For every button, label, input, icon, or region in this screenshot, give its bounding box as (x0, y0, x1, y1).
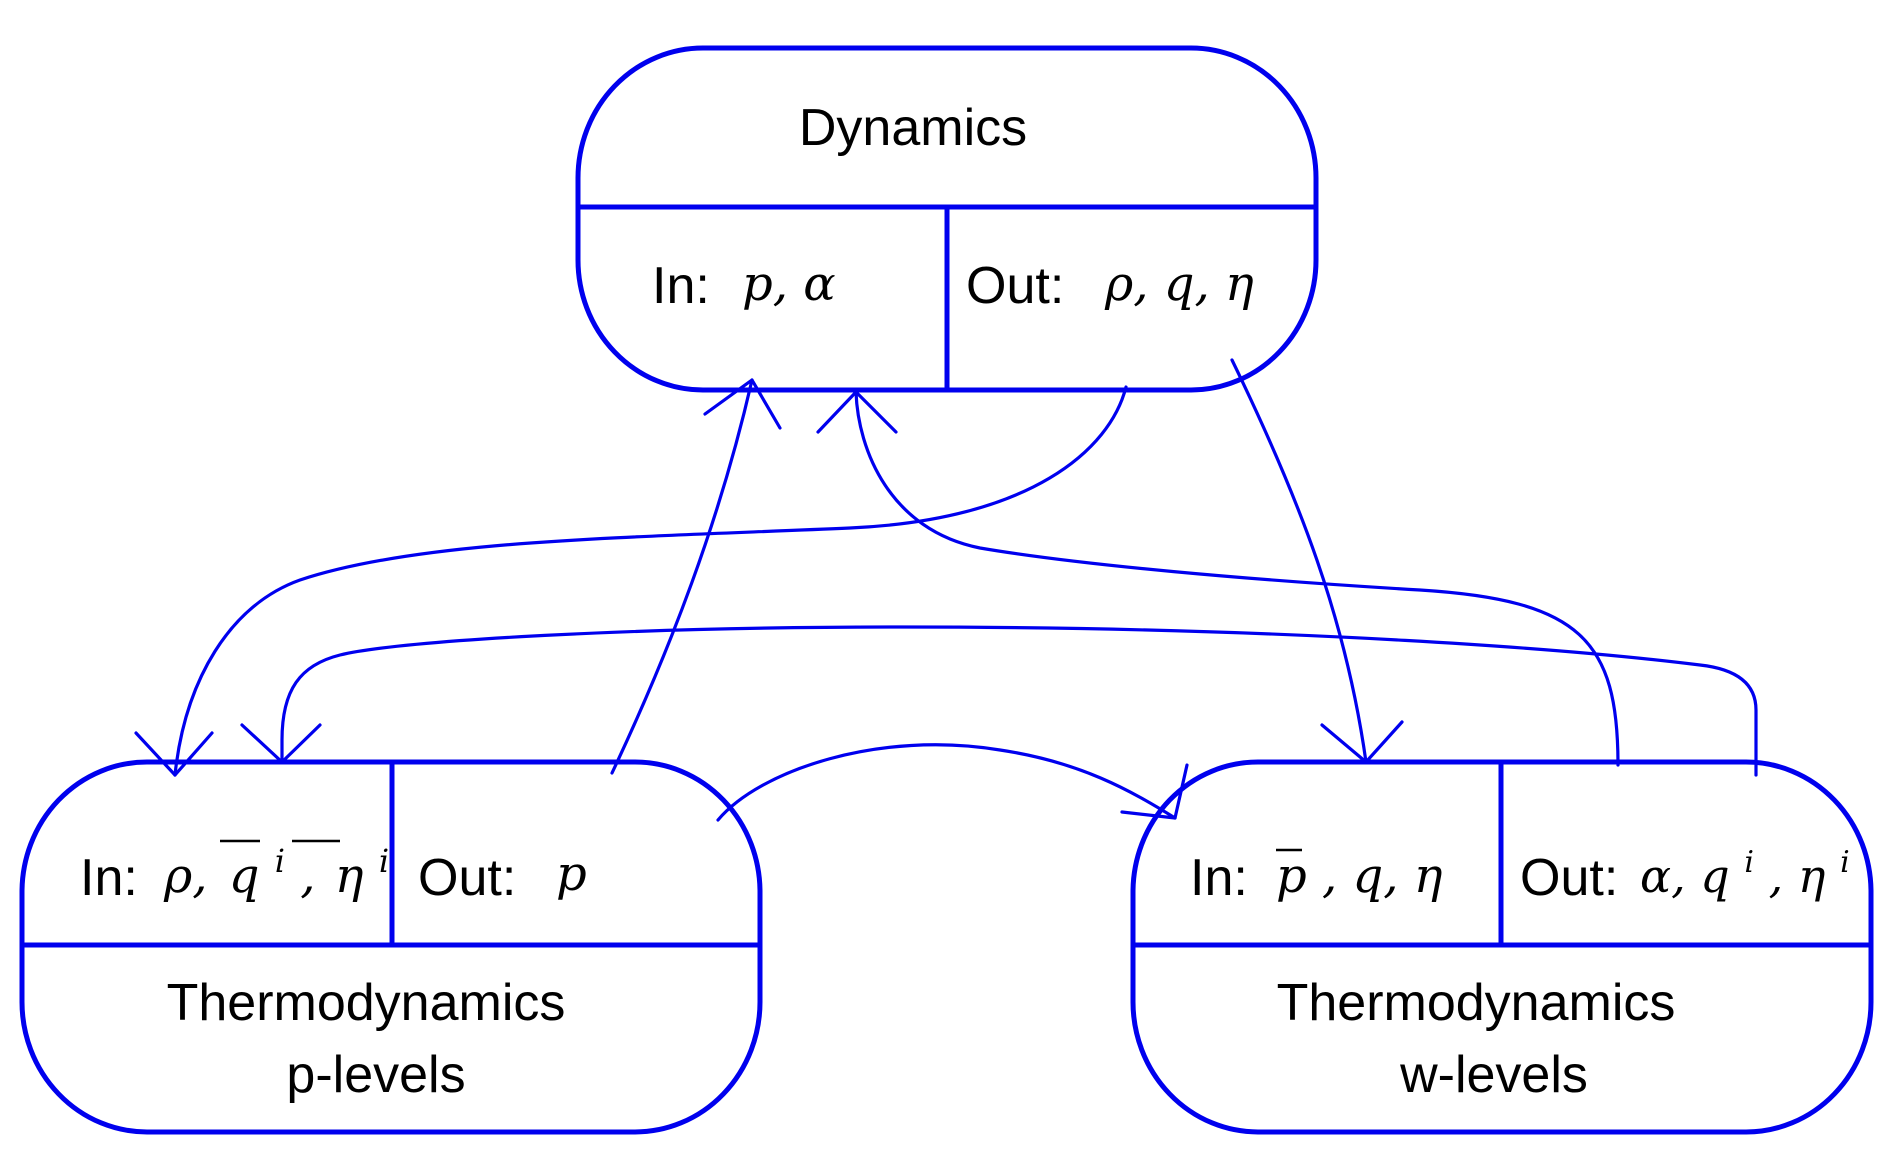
dynamics-out-vars: ρ, q, η (1104, 256, 1254, 312)
thermo-w-title-line2: w-levels (1399, 1046, 1588, 1104)
arrow-dynamics-out-to-thermo-p-in (134, 385, 1128, 777)
thermo-w-in-vars: p , q, η (1276, 848, 1443, 904)
arrow-path (280, 625, 1758, 777)
arrow-head (816, 390, 898, 434)
arrow-head (240, 723, 322, 764)
arrow-head (134, 731, 214, 777)
thermo-p-title-line2: p-levels (286, 1046, 465, 1104)
arrow-thermo-p-out-to-thermo-w-in (716, 743, 1189, 822)
thermo-w-title-line1: Thermodynamics (1277, 974, 1676, 1032)
thermo-p-in-comma: , (300, 848, 315, 904)
thermo-p-out-label: Out: (418, 849, 516, 907)
thermo-p-in-var-eta: η (335, 848, 364, 904)
arrow-head (703, 378, 782, 430)
arrow-path (716, 743, 1177, 822)
thermo-w-out-vars: α, q i , η i (1640, 829, 1850, 903)
thermo-p-node: In: ρ, q i , η i Out: p Thermodynamics p… (19, 759, 763, 1135)
arrow-thermo-w-out-to-dynamics-in (816, 390, 1620, 767)
thermo-p-in-var-q: q (229, 848, 260, 904)
thermo-w-out-sup-eta: i (1840, 845, 1850, 880)
arrow-head (1320, 720, 1404, 764)
thermo-p-in-var-rho: ρ, (163, 848, 207, 904)
arrow-path (854, 390, 1620, 767)
thermo-w-node: In: p , q, η Out: α, q i , η i Thermodyn… (1130, 759, 1874, 1135)
thermo-w-in-var-p: p (1276, 848, 1307, 904)
thermo-p-title-line1: Thermodynamics (167, 974, 566, 1032)
thermo-p-in-var-eta-sup: i (379, 842, 389, 880)
arrow-path (173, 385, 1128, 777)
thermo-w-out-var-eta: , η (1769, 849, 1826, 903)
thermo-w-out-var-alpha-q: α, q (1640, 849, 1730, 903)
arrow-thermo-w-out-to-thermo-p-in (240, 625, 1758, 777)
thermo-p-in-var-q-sup: i (275, 842, 285, 880)
arrow-path (610, 378, 754, 775)
dynamics-node: Dynamics In: p, α Out: ρ, q, η (575, 45, 1319, 393)
thermo-p-in-vars: ρ, q i , η i (163, 828, 389, 904)
thermo-p-in-label: In: (80, 849, 138, 907)
dynamics-in-label: In: (652, 257, 710, 315)
dynamics-title: Dynamics (799, 99, 1027, 157)
thermo-w-in-label: In: (1190, 849, 1248, 907)
thermo-p-out-vars: p (556, 846, 587, 902)
arrow-head (1120, 763, 1189, 820)
dynamics-out-label: Out: (966, 257, 1064, 315)
thermo-w-out-label: Out: (1520, 849, 1618, 907)
arrow-thermo-p-to-dynamics-in (610, 378, 782, 775)
dynamics-in-vars: p, α (742, 256, 836, 312)
arrow-path (1230, 358, 1368, 764)
thermo-w-out-sup-q: i (1744, 845, 1754, 880)
thermo-w-in-vars-rest: , q, η (1322, 848, 1443, 904)
arrow-dynamics-out-to-thermo-w-in (1230, 358, 1404, 764)
